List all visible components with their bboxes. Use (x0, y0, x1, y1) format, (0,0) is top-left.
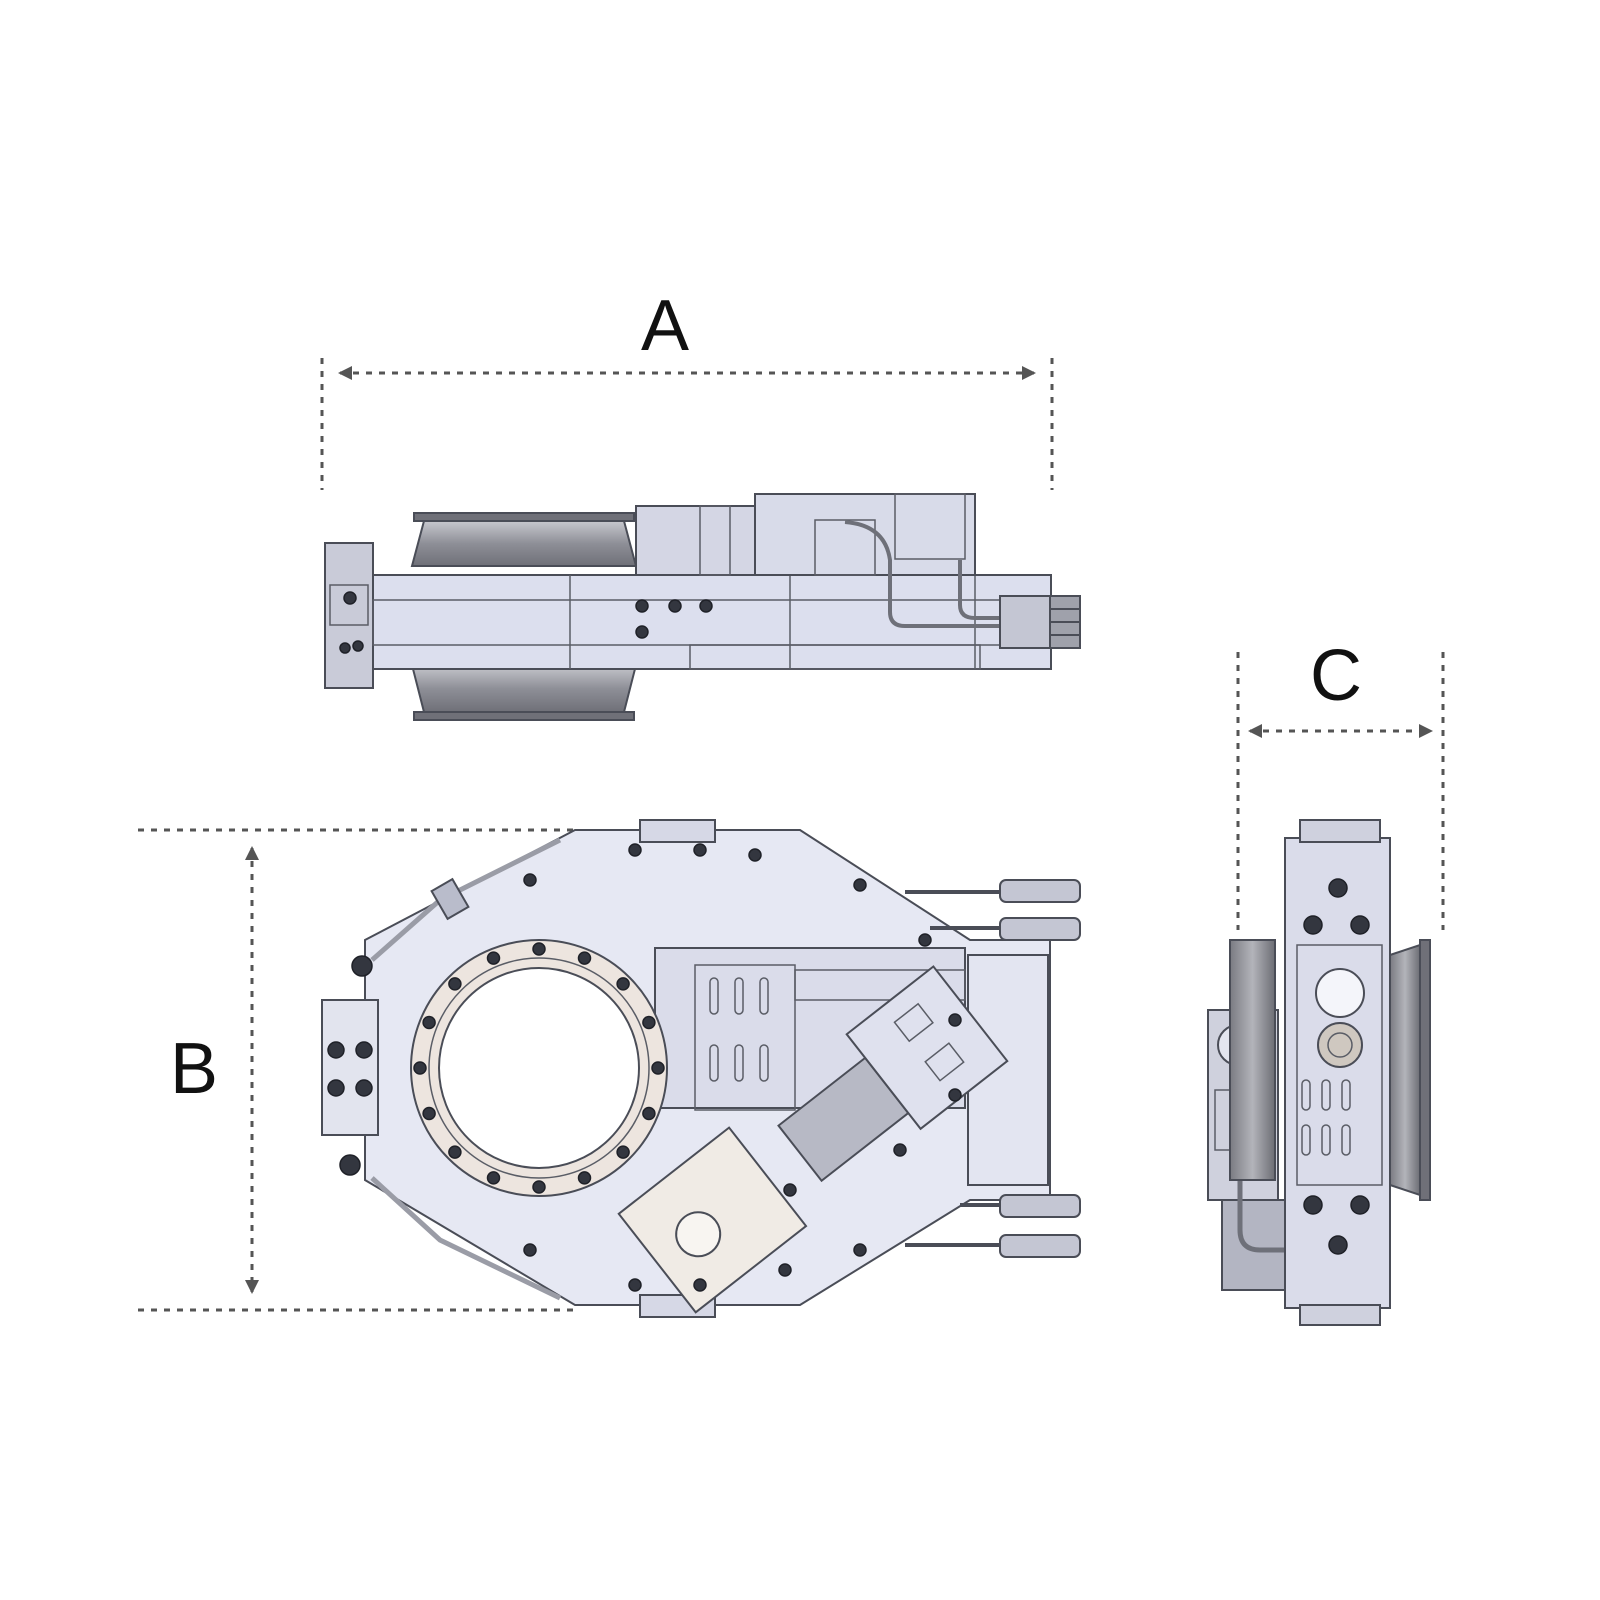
flange-bolt (486, 951, 501, 965)
flange-bolt (577, 951, 592, 965)
front-view-bore (438, 967, 640, 1169)
front-view-clamp-block (321, 999, 379, 1136)
dimension-c-label: C (1310, 636, 1362, 716)
side-view-left-flange (1229, 939, 1276, 1181)
side-view-valve (1207, 819, 1431, 1326)
side-view-bolts (1303, 878, 1370, 1255)
flange-bolt (642, 1106, 656, 1121)
side-view-right-flange (1389, 943, 1421, 1197)
flange-bolt (616, 977, 630, 991)
flange-bolt (448, 1145, 462, 1159)
side-view-top-cap (1299, 819, 1381, 843)
side-view-bottom-cap (1299, 1304, 1381, 1326)
top-view-lower-flange (410, 664, 638, 713)
top-view-lower-flange-rim (413, 711, 635, 721)
top-view-connectors (999, 595, 1051, 649)
top-view-end-bolt (343, 591, 357, 605)
top-view-upper-flange-rim (413, 512, 635, 522)
side-view-gauge (1315, 968, 1365, 1018)
dimension-b: B (138, 828, 580, 1312)
flange-bolt (616, 1145, 630, 1159)
top-view-pipe (844, 520, 1000, 628)
front-view-ring-bolts (413, 942, 665, 1194)
top-view-upper-flange (410, 520, 638, 567)
flange-bolt (532, 1180, 546, 1194)
front-view-pipe-connectors (905, 879, 1081, 1258)
flange-bolt (642, 1015, 656, 1030)
top-view-end-block (324, 542, 374, 689)
flange-bolt (532, 942, 546, 956)
front-view-valve (321, 819, 1081, 1318)
front-view-body-bolts (523, 843, 962, 1292)
flange-bolt (422, 1015, 436, 1030)
dimension-a-label: A (641, 286, 689, 366)
flange-bolt (577, 1171, 592, 1185)
dimension-b-label: B (170, 1029, 218, 1109)
flange-bolt (422, 1106, 436, 1121)
flange-bolt (413, 1061, 427, 1075)
front-view-top-tab (639, 819, 716, 843)
flange-bolt (486, 1171, 501, 1185)
flange-bolt (448, 977, 462, 991)
dimension-c: C (1236, 636, 1445, 930)
flange-bolt (651, 1061, 665, 1075)
front-view-indicator-plate (617, 1126, 808, 1314)
top-view-valve (324, 493, 1081, 721)
front-view-actuator (777, 965, 1009, 1183)
top-view-body (372, 574, 1052, 670)
dimension-a: A (320, 286, 1054, 490)
